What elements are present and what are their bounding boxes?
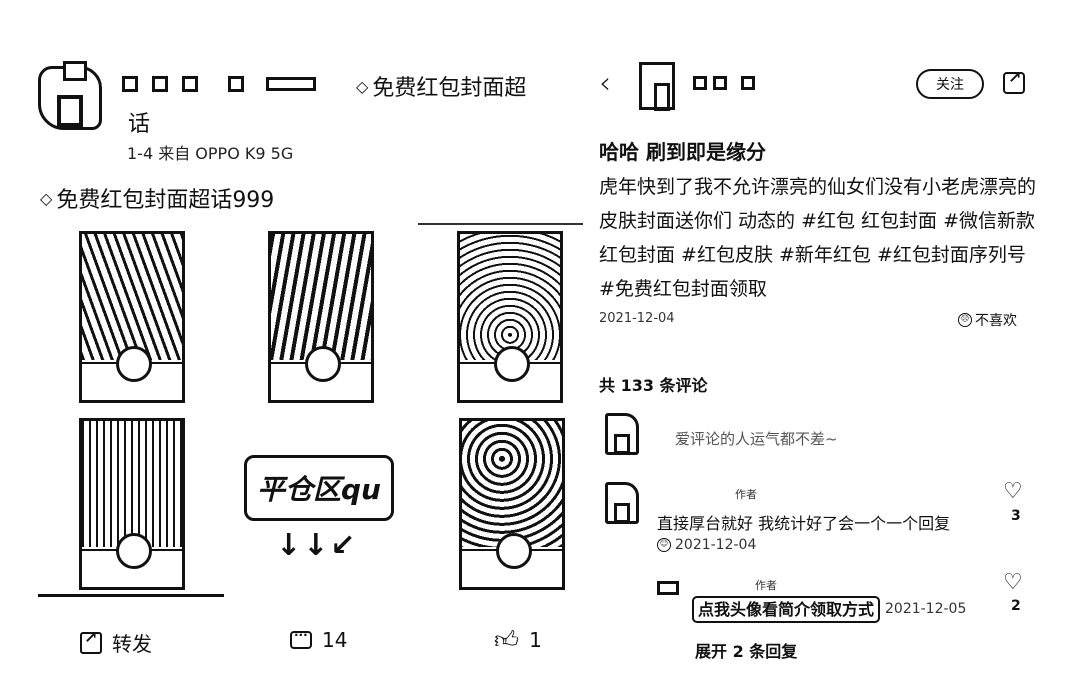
heart-icon[interactable]: ♡ xyxy=(1003,479,1023,504)
thumbs-up-icon: 👍︎ xyxy=(494,626,520,654)
comment-text: 点我头像看简介领取方式 xyxy=(692,596,881,623)
post-panel: ◇ 免费红包封面超 话 1-4 来自 OPPO K9 5G ◇ 免费红包封面超话… xyxy=(0,0,585,692)
redaction-block xyxy=(693,76,707,90)
share-icon xyxy=(80,628,102,654)
comment-date: 2021-12-05 xyxy=(885,601,967,617)
masked-username xyxy=(122,76,316,92)
envelope-seal xyxy=(305,346,341,382)
redaction-block xyxy=(182,76,198,92)
post-title-continued: 话 xyxy=(128,112,151,137)
author-badge: 作者 xyxy=(735,488,757,501)
avatar[interactable] xyxy=(639,62,675,111)
dislike-label: 不喜欢 xyxy=(975,313,1017,329)
post-body: 虎年快到了我不允许漂亮的仙女们没有小老虎漂亮的皮肤封面送你们 动态的 #红包 红… xyxy=(599,176,1037,300)
expand-replies-button[interactable]: 展开 2 条回复 xyxy=(695,642,798,661)
like-count: 3 xyxy=(1011,508,1021,524)
cover-artwork xyxy=(82,234,182,360)
diamond-icon: ◇ xyxy=(40,188,53,208)
redaction-block xyxy=(152,76,168,92)
share-icon[interactable] xyxy=(1003,68,1025,94)
arrow-down-icon: ↓↓↙ xyxy=(276,528,358,563)
cover-artwork xyxy=(462,421,562,547)
masked-username xyxy=(693,76,755,90)
envelope-seal xyxy=(116,533,152,569)
redaction-block xyxy=(741,76,755,90)
avatar[interactable] xyxy=(657,581,679,595)
topic-link[interactable]: ◇ 免费红包封面超话999 xyxy=(40,182,274,214)
comment-date: ☺ 2021-12-04 xyxy=(657,537,756,553)
like-count: 2 xyxy=(1011,598,1021,614)
cover-image-3[interactable] xyxy=(457,231,563,403)
envelope-seal xyxy=(494,346,530,382)
cover-image-2[interactable] xyxy=(268,231,374,403)
comment-icon xyxy=(290,628,312,649)
back-chevron-icon[interactable]: ‹ xyxy=(599,66,611,101)
like-button[interactable]: 👍︎ 1 xyxy=(494,628,542,652)
dislike-button[interactable]: ☹ 不喜欢 xyxy=(958,310,1017,330)
frown-icon: ☹ xyxy=(958,313,972,327)
comment-button[interactable]: 14 xyxy=(290,628,347,652)
cover-image-5[interactable] xyxy=(459,418,565,590)
comment-date-text: 2021-12-04 xyxy=(675,537,757,553)
cover-artwork xyxy=(460,234,560,360)
cover-image-4[interactable] xyxy=(79,418,185,590)
cover-artwork xyxy=(82,421,182,547)
promo-image[interactable]: 平仓区qu xyxy=(244,455,394,521)
diamond-icon: ◇ xyxy=(356,76,369,96)
heart-icon[interactable]: ♡ xyxy=(1003,570,1023,595)
cover-artwork xyxy=(271,234,371,360)
share-button[interactable]: 转发 xyxy=(80,628,152,657)
cover-image-1[interactable] xyxy=(79,231,185,403)
envelope-seal xyxy=(116,346,152,382)
post-date: 2021-12-04 xyxy=(599,311,675,326)
envelope-seal xyxy=(496,533,532,569)
redaction-block xyxy=(266,77,316,91)
like-count: 1 xyxy=(529,628,542,652)
detail-panel: ‹ 关注 哈哈 刷到即是缘分 虎年快到了我不允许漂亮的仙女们没有小老虎漂亮的皮肤… xyxy=(585,0,1080,692)
comment-count: 14 xyxy=(322,628,348,652)
post-meta: 1-4 来自 OPPO K9 5G xyxy=(127,144,294,163)
promo-label: 平仓区qu xyxy=(257,473,381,506)
avatar[interactable] xyxy=(605,482,639,524)
post-title: ◇ 免费红包封面超 xyxy=(356,70,526,102)
redaction-block xyxy=(713,76,727,90)
comment-input[interactable]: 爱评论的人运气都不差~ xyxy=(675,430,838,448)
post-title-text: 免费红包封面超 xyxy=(372,76,527,101)
highlighted-text: 点我头像看简介领取方式 xyxy=(692,596,881,623)
redaction-block xyxy=(122,76,138,92)
author-badge: 作者 xyxy=(755,579,777,592)
follow-button[interactable]: 关注 xyxy=(916,69,984,99)
avatar[interactable] xyxy=(605,413,639,455)
divider xyxy=(38,594,224,597)
comment-text: 直接厚台就好 我统计好了会一个一个回复 xyxy=(657,514,951,533)
comment-count: 共 133 条评论 xyxy=(599,376,708,395)
emoji-icon: ☺ xyxy=(657,538,671,552)
redaction-block xyxy=(228,76,244,92)
avatar[interactable] xyxy=(38,61,102,130)
topic-label: 免费红包封面超话999 xyxy=(56,188,275,213)
post-title: 哈哈 刷到即是缘分 xyxy=(599,140,766,164)
share-label: 转发 xyxy=(112,632,152,656)
divider xyxy=(418,223,583,225)
